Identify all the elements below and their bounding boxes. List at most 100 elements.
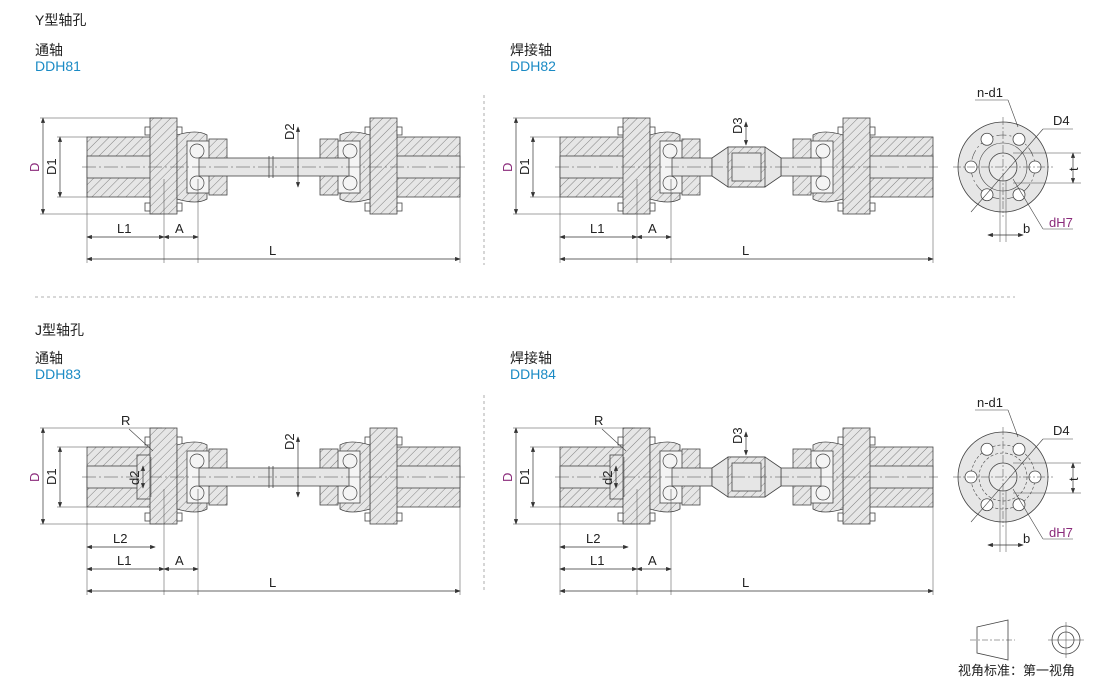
dimension-label: t (1066, 477, 1081, 481)
bolt-head (869, 436, 876, 446)
section-title-j: J型轴孔 (35, 322, 84, 338)
dimension-label: D2 (282, 433, 297, 450)
bearing (189, 143, 205, 159)
bearing (342, 485, 358, 501)
line (970, 438, 1044, 523)
bolt-nut (837, 202, 844, 212)
bearing (662, 143, 678, 159)
dimension-label: L (742, 243, 749, 258)
dimension-label: n-d1 (977, 85, 1003, 100)
bolt-nut (176, 512, 183, 522)
bolt-head (396, 436, 403, 446)
bolt-head (617, 436, 624, 446)
model-code: DDH83 (35, 366, 81, 382)
bolt-head (617, 126, 624, 136)
bearing (662, 453, 678, 469)
dimension-label: R (121, 413, 130, 428)
line (1007, 409, 1019, 438)
bolt-hole (1012, 132, 1026, 146)
model-name: 通轴 (35, 350, 63, 366)
line (128, 428, 154, 452)
bearing (342, 143, 358, 159)
dimension-label: d2 (600, 471, 615, 485)
bolt-head (617, 202, 624, 212)
model-code: DDH81 (35, 58, 81, 74)
bearing (815, 453, 831, 469)
bolt-nut (649, 202, 656, 212)
left-flange (149, 117, 178, 215)
bolt-head (869, 512, 876, 522)
line (970, 128, 1044, 213)
dimension-label: D2 (282, 123, 297, 140)
dimension-label: dH7 (1049, 525, 1073, 540)
bolt-head (396, 512, 403, 522)
bolt-hole (1012, 498, 1026, 512)
dimension-label: L2 (586, 531, 600, 546)
dimension-label: D4 (1053, 113, 1070, 128)
line (1007, 99, 1019, 128)
bolt-head (144, 512, 151, 522)
bearing (189, 175, 205, 191)
bolt-head (144, 202, 151, 212)
bolt-head (869, 202, 876, 212)
dimension-label: D (500, 473, 515, 482)
dimension-label: L2 (113, 531, 127, 546)
projection-standard-label: 视角标准：第一视角 (958, 663, 1076, 678)
line (1012, 488, 1044, 540)
dimension-label: L1 (117, 221, 131, 236)
line (601, 428, 627, 452)
bearing (189, 485, 205, 501)
model-name: 焊接轴 (510, 42, 552, 58)
dimension-label: L1 (590, 221, 604, 236)
bolt-hole (1012, 188, 1026, 202)
dimension-label: d2 (127, 471, 142, 485)
separators (35, 95, 1015, 590)
dimension-label: t (1066, 167, 1081, 171)
right-flange (842, 117, 871, 215)
model-name: 通轴 (35, 42, 63, 58)
dimension-label: L1 (117, 553, 131, 568)
bolt-hole (980, 498, 994, 512)
bolt-head (396, 202, 403, 212)
bearing (662, 175, 678, 191)
model-code: DDH82 (510, 58, 556, 74)
dimension-label: L (742, 575, 749, 590)
bolt-nut (364, 202, 371, 212)
projection-trapezoid-icon (976, 619, 1009, 661)
dimension-label: D (27, 473, 42, 482)
dimension-label: D3 (730, 117, 745, 134)
bolt-nut (649, 512, 656, 522)
bearing (342, 175, 358, 191)
bolt-hole (980, 132, 994, 146)
dimension-label: L (269, 243, 276, 258)
bolt-hole (980, 442, 994, 456)
bolt-head (869, 126, 876, 136)
right-flange (842, 427, 871, 525)
dimension-label: A (175, 221, 184, 236)
bolt-hole (1012, 442, 1026, 456)
bolt-nut (837, 512, 844, 522)
model-name: 焊接轴 (510, 350, 552, 366)
dimension-label: A (648, 221, 657, 236)
bearing (815, 175, 831, 191)
section-title-y: Y型轴孔 (35, 12, 87, 28)
dimension-label: A (175, 553, 184, 568)
bolt-head (617, 512, 624, 522)
bolt-head (144, 126, 151, 136)
bolt-head (144, 436, 151, 446)
bolt-nut (176, 202, 183, 212)
dimension-label: n-d1 (977, 395, 1003, 410)
right-flange (369, 427, 398, 525)
bolt-nut (364, 512, 371, 522)
first-angle-projection-symbol (970, 619, 1084, 661)
dimension-label: R (594, 413, 603, 428)
dimension-label: D1 (517, 468, 532, 485)
dimension-label: D4 (1053, 423, 1070, 438)
